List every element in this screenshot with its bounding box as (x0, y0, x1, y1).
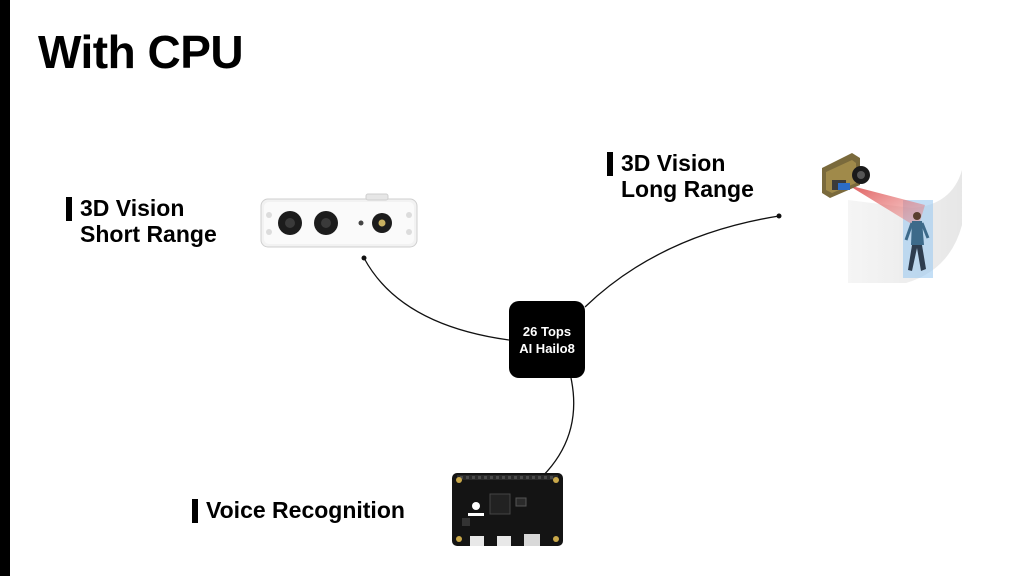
label-short-range-line2: Short Range (80, 221, 217, 247)
label-long-range-line2: Long Range (621, 176, 754, 202)
label-marker (192, 499, 198, 523)
label-voice-recognition: Voice Recognition (192, 497, 405, 523)
ai-chip: 26 Tops AI Hailo8 (509, 301, 585, 378)
label-long-range-line1: 3D Vision (621, 150, 726, 176)
connector-dot-long (776, 213, 782, 219)
left-edge-bar (0, 0, 10, 576)
label-short-range-line1: 3D Vision (80, 195, 185, 221)
chip-line1: 26 Tops (522, 323, 572, 339)
label-long-range: 3D Vision Long Range (607, 150, 754, 202)
connector-dot-short (361, 255, 367, 261)
label-voice-text: Voice Recognition (206, 497, 405, 523)
label-marker (66, 197, 72, 221)
page-title: With CPU (38, 26, 244, 78)
chip-line2: AI Hailo8 (519, 340, 575, 356)
label-short-range: 3D Vision Short Range (66, 195, 217, 247)
connector-long-range (584, 215, 780, 308)
label-marker (607, 152, 613, 176)
connector-short-range (363, 257, 510, 341)
